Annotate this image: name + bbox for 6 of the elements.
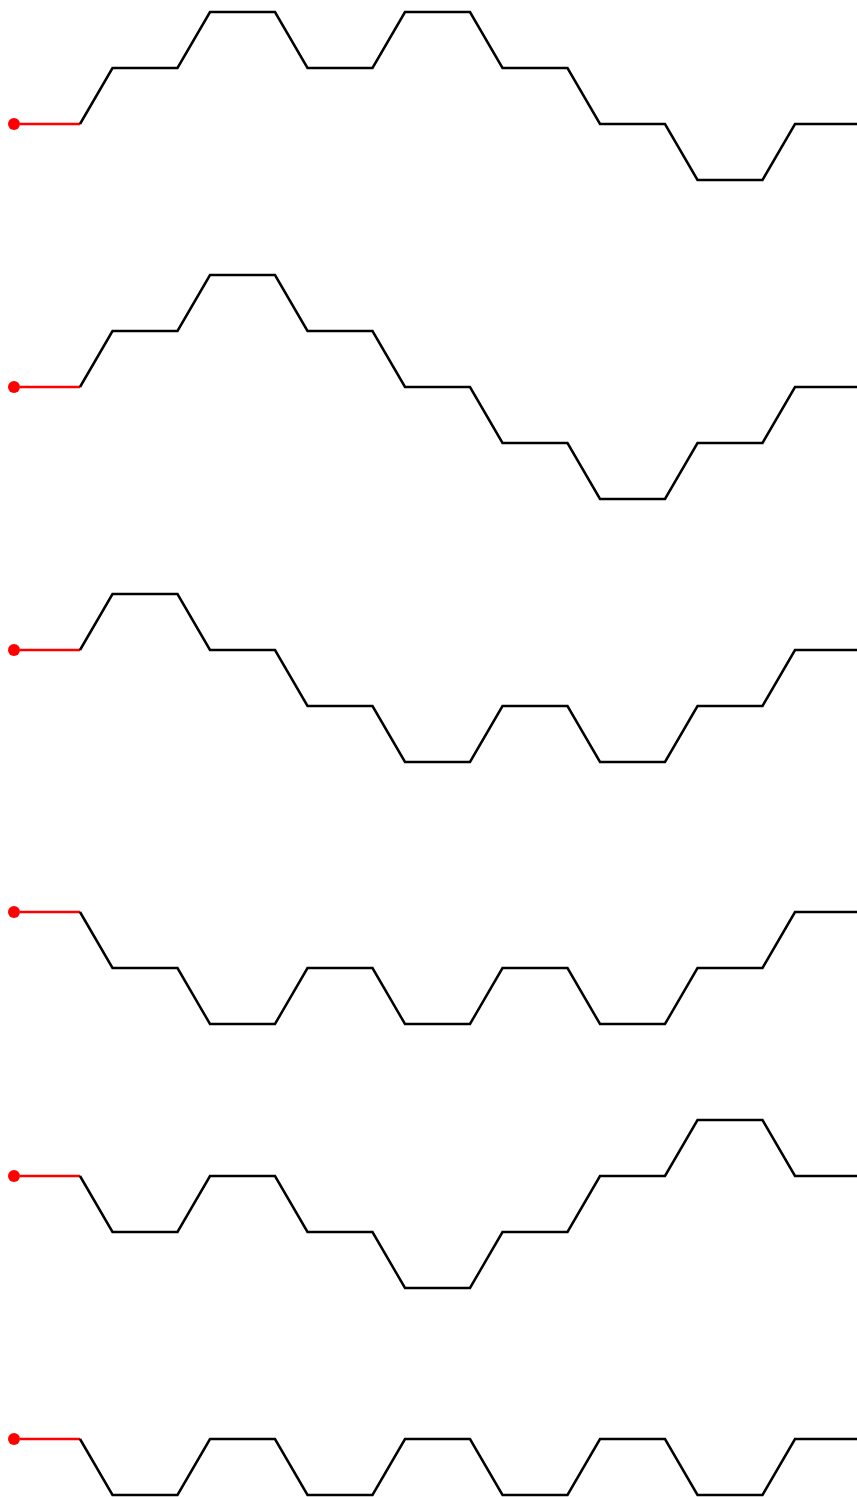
- start-dot: [8, 381, 20, 393]
- start-dot: [8, 906, 20, 918]
- start-dot: [8, 1433, 20, 1445]
- start-dot: [8, 644, 20, 656]
- start-dot: [8, 118, 20, 130]
- start-dot: [8, 1170, 20, 1182]
